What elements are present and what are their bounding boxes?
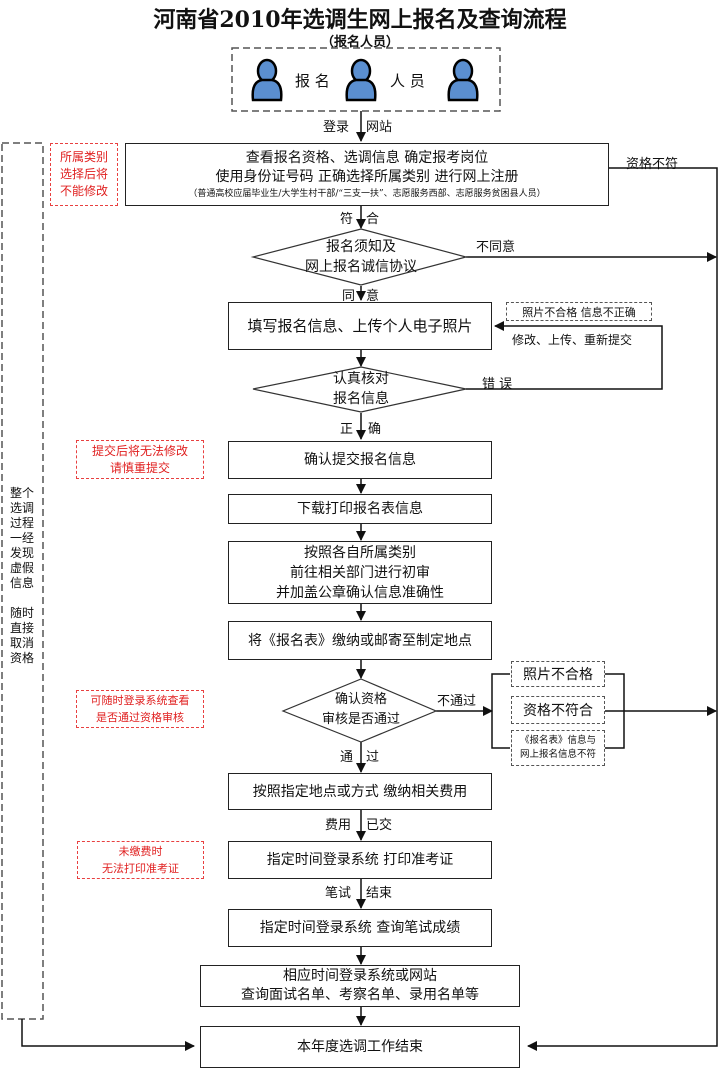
edge-label-exam-left: 笔试: [325, 886, 352, 901]
note-false-info-line: 整个: [9, 486, 34, 500]
decision-verify-line2: 报名信息: [333, 391, 389, 407]
note-false-info-line: 取消: [9, 636, 34, 650]
note-unpaid: 未缴费时 无法打印准考证: [77, 841, 204, 879]
note-false-info-line: 虚假: [9, 561, 34, 575]
edge-label-disagree: 不同意: [476, 240, 516, 255]
arrow-error-loop: [466, 321, 663, 390]
note-false-info-line: 选调: [9, 501, 34, 515]
edge-label-qualified-left: 符: [340, 212, 354, 227]
edge-label-error: 错 误: [482, 377, 513, 392]
note-false-info-line: 直接: [9, 621, 34, 635]
fail-reason-form-mismatch-line2: 网上报名信息不符: [519, 749, 596, 760]
note-category-locked-line2: 选择后将: [59, 167, 108, 181]
fail-reason-form-mismatch: 《报名表》信息与 网上报名信息不符: [511, 730, 605, 766]
decision-verify-text: 认真核对 报名信息: [300, 369, 422, 409]
actor-label-part2: 人 员: [390, 72, 425, 90]
step-download-print: 下载打印报名表信息: [228, 494, 492, 524]
fail-reason-qualification: 资格不符合: [511, 696, 605, 724]
decision-agreement-text: 报名须知及 网上报名诚信协议: [283, 237, 439, 277]
note-check-anytime: 可随时登录系统查看 是否通过资格审核: [76, 690, 204, 728]
decision-verify: [252, 366, 467, 413]
decision-agreement-line1: 报名须知及: [326, 239, 396, 255]
page-subtitle: （报名人员）: [320, 35, 399, 50]
fail-reason-photo: 照片不合格: [511, 661, 605, 687]
step-mail-form: 将《报名表》缴纳或邮寄至制定地点: [228, 621, 492, 660]
edge-label-fee-left: 费用: [325, 818, 352, 833]
note-unpaid-line2: 无法打印准考证: [102, 862, 179, 875]
edge-label-fail: 不通过: [437, 694, 477, 709]
person-icon: [251, 58, 283, 102]
step-initial-review-line1: 按照各自所属类别: [304, 544, 416, 561]
decision-agreement-line2: 网上报名诚信协议: [305, 259, 417, 275]
note-check-anytime-line1: 可随时登录系统查看: [90, 694, 190, 707]
page-title: 河南省2010年选调生网上报名及查询流程: [153, 7, 567, 33]
decision-qualification: [281, 678, 438, 743]
actor-group-box: [231, 47, 501, 112]
note-false-info-line: 资格: [9, 651, 34, 665]
step-initial-review: 按照各自所属类别 前往相关部门进行初审 并加盖公章确认信息准确性: [228, 541, 492, 604]
rail-unqualified: [527, 167, 718, 1051]
note-false-info-line: 随时: [9, 606, 34, 620]
note-submit-locked-line2: 请慎重提交: [109, 460, 170, 475]
note-photo-error: 照片不合格 信息不正确: [506, 302, 652, 321]
fail-reason-form-mismatch-line1: 《报名表》信息与: [519, 735, 596, 746]
note-check-anytime-line2: 是否通过资格审核: [96, 711, 184, 724]
rail-false-info: [21, 1019, 195, 1051]
decision-agreement: [250, 228, 469, 286]
note-submit-locked: 提交后将无法修改 请慎重提交: [76, 440, 204, 479]
person-icon: [345, 58, 377, 102]
edge-label-exam-right: 结束: [366, 886, 393, 901]
edge-label-fee-right: 已交: [366, 818, 393, 833]
step-view-info-line1: 查看报名资格、选调信息 确定报考岗位: [245, 149, 489, 166]
note-false-info: 整个选调过程一经发现虚假信息随时直接取消资格: [6, 486, 38, 666]
edge-label-login-right: 网站: [366, 120, 393, 135]
note-unpaid-line1: 未缴费时: [118, 845, 163, 858]
step-pay-fee: 按照指定地点或方式 缴纳相关费用: [228, 773, 492, 810]
note-false-info-line: [6, 591, 38, 606]
step-query-lists: 相应时间登录系统或网站 查询面试名单、考察名单、录用名单等: [200, 965, 520, 1007]
step-query-lists-line2: 查询面试名单、考察名单、录用名单等: [241, 987, 479, 1003]
step-initial-review-line2: 前往相关部门进行初审: [290, 564, 430, 581]
step-view-info-line3: （普通高校应届毕业生/大学生村干部/“三支一扶”、志愿服务西部、志愿服务贫困县人…: [188, 188, 546, 199]
decision-qualification-line1: 确认资格: [334, 692, 387, 707]
actor-label-part1: 报 名: [295, 72, 330, 90]
note-category-locked: 所属类别 选择后将 不能修改: [50, 143, 118, 206]
note-category-locked-line3: 不能修改: [59, 184, 108, 198]
step-query-lists-line1: 相应时间登录系统或网站: [283, 968, 437, 984]
step-print-ticket: 指定时间登录系统 打印准考证: [228, 841, 492, 879]
note-false-info-line: 过程: [9, 516, 34, 530]
decision-verify-line1: 认真核对: [333, 371, 389, 387]
step-query-score: 指定时间登录系统 查询笔试成绩: [228, 909, 492, 947]
person-icon: [447, 58, 479, 102]
note-false-info-line: 一经: [9, 531, 34, 545]
edge-label-correct-right: 确: [368, 422, 382, 437]
edge-label-pass-left: 通: [340, 750, 354, 765]
edge-label-agree-left: 同: [342, 289, 356, 304]
step-initial-review-line3: 并加盖公章确认信息准确性: [276, 584, 444, 601]
step-fill-info: 填写报名信息、上传个人电子照片: [228, 302, 492, 350]
step-view-info: 查看报名资格、选调信息 确定报考岗位 使用身份证号码 正确选择所属类别 进行网上…: [125, 143, 609, 206]
edge-label-agree-right: 意: [366, 289, 380, 304]
edge-label-correct-left: 正: [340, 422, 354, 437]
edge-label-login-left: 登录: [323, 120, 350, 135]
edge-label-unqualified: 资格不符: [626, 157, 679, 172]
decision-qualification-text: 确认资格 审核是否通过: [300, 690, 422, 730]
step-confirm-submit: 确认提交报名信息: [228, 441, 492, 479]
edge-label-fix: 修改、上传、重新提交: [512, 333, 633, 347]
edge-label-pass-right: 过: [366, 750, 380, 765]
step-view-info-line2: 使用身份证号码 正确选择所属类别 进行网上注册: [215, 168, 519, 185]
step-end: 本年度选调工作结束: [200, 1026, 520, 1068]
decision-qualification-line2: 审核是否通过: [321, 712, 400, 727]
note-submit-locked-line1: 提交后将无法修改: [91, 443, 188, 458]
edge-label-qualified-right: 合: [366, 212, 380, 227]
note-false-info-line: 发现: [9, 546, 34, 560]
note-category-locked-line1: 所属类别: [59, 150, 108, 164]
note-false-info-line: 信息: [9, 576, 34, 590]
